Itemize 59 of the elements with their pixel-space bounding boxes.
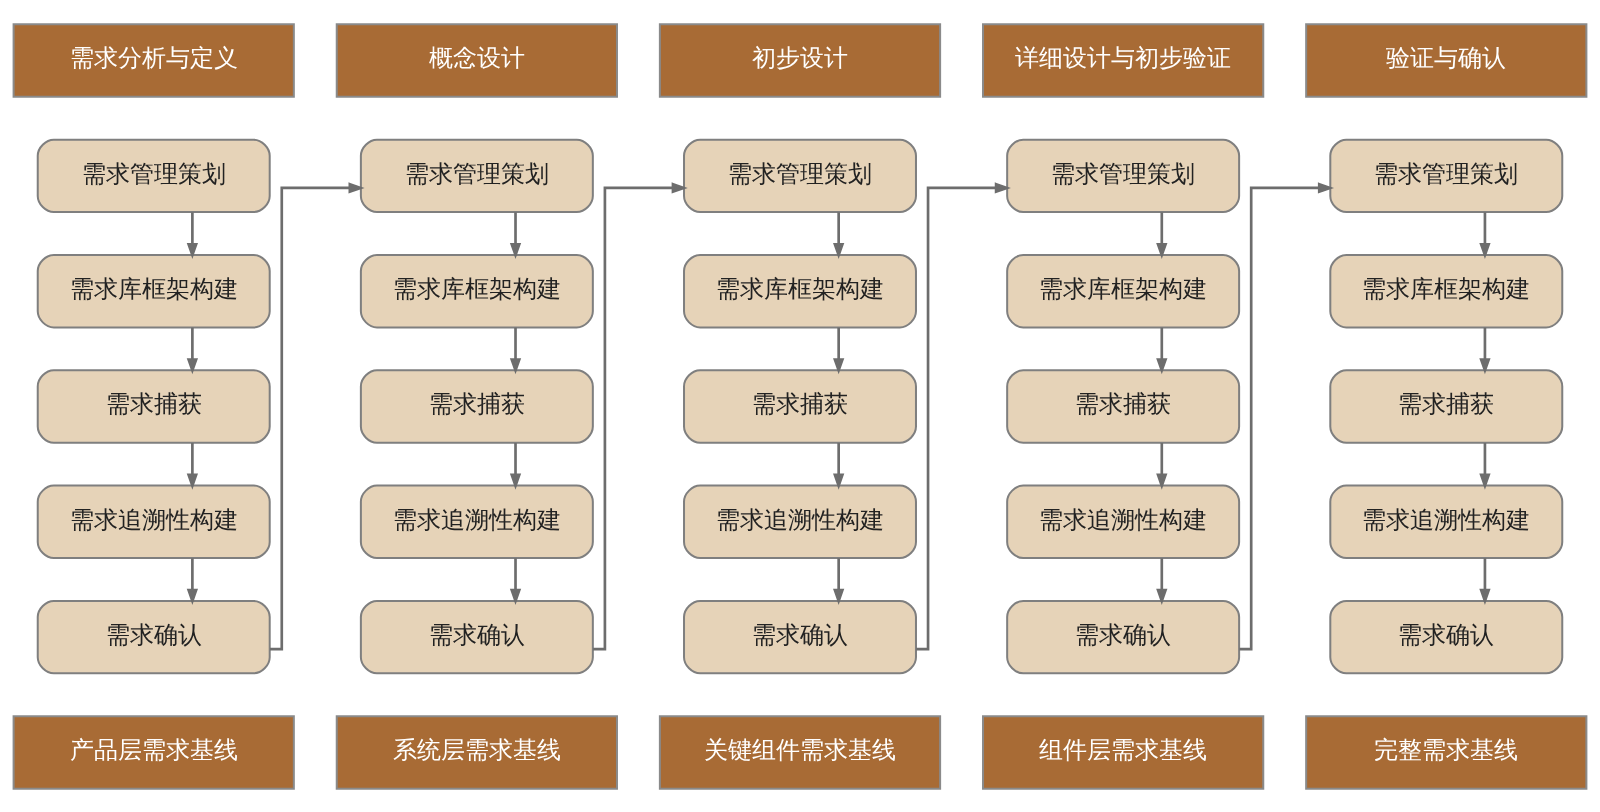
arrow (833, 211, 845, 259)
node-box: 需求追溯性构建 (359, 484, 594, 559)
arrow (1156, 211, 1168, 259)
arrow (1479, 327, 1491, 374)
node-box: 需求捕获 (36, 368, 271, 444)
arrow (833, 557, 845, 605)
arrow (509, 557, 522, 605)
node-box: 需求确认 (359, 599, 594, 674)
arrow (186, 211, 198, 259)
node-box: 需求确认 (36, 599, 271, 674)
node-box: 需求管理策划 (36, 138, 271, 213)
node-box: 需求确认 (683, 599, 917, 674)
node-box: 完整需求基线 (1305, 714, 1588, 790)
node-box: 需求库框架构建 (683, 253, 917, 328)
node-box: 需求管理策划 (1006, 138, 1241, 213)
arrow (833, 327, 845, 374)
arrow (1156, 557, 1168, 605)
node-box: 需求捕获 (1006, 368, 1241, 444)
node-box: 需求确认 (1329, 599, 1564, 674)
arrow (1479, 557, 1491, 605)
node-box: 关键组件需求基线 (658, 714, 942, 790)
node-box: 需求追溯性构建 (1006, 484, 1241, 559)
node-box: 需求管理策划 (1329, 138, 1564, 213)
node-box: 概念设计 (335, 22, 618, 98)
arrow (1479, 211, 1491, 259)
node-box: 需求库框架构建 (36, 253, 271, 328)
node-box: 产品层需求基线 (12, 714, 295, 790)
node-box: 初步设计 (658, 22, 942, 98)
node-box: 需求捕获 (359, 368, 594, 444)
node-box: 需求库框架构建 (1006, 253, 1241, 328)
node-box: 组件层需求基线 (982, 714, 1265, 790)
node-box: 详细设计与初步验证 (982, 22, 1265, 98)
node-box: 需求库框架构建 (359, 253, 594, 328)
node-box: 验证与确认 (1305, 22, 1588, 98)
arrow (269, 181, 365, 651)
node-box: 需求确认 (1006, 599, 1241, 674)
node-box: 需求管理策划 (683, 138, 917, 213)
node-box: 需求库框架构建 (1329, 253, 1564, 328)
arrow (509, 327, 522, 374)
arrow (186, 327, 198, 374)
node-box: 需求追溯性构建 (683, 484, 917, 559)
arrow (186, 442, 198, 490)
node-box: 需求捕获 (683, 368, 917, 444)
arrow (833, 442, 845, 490)
arrow (186, 557, 198, 605)
arrow (916, 181, 1011, 651)
arrow (509, 442, 522, 490)
node-box: 需求管理策划 (359, 138, 594, 213)
arrow (593, 181, 688, 651)
node-box: 需求追溯性构建 (36, 484, 271, 559)
arrow (1479, 442, 1491, 490)
arrow (1239, 181, 1335, 651)
arrow (1156, 442, 1168, 490)
node-box: 系统层需求基线 (335, 714, 618, 790)
node-box: 需求捕获 (1329, 368, 1564, 444)
arrow (1156, 327, 1168, 374)
arrow (509, 211, 522, 259)
node-box: 需求追溯性构建 (1329, 484, 1564, 559)
node-box: 需求分析与定义 (12, 22, 295, 98)
